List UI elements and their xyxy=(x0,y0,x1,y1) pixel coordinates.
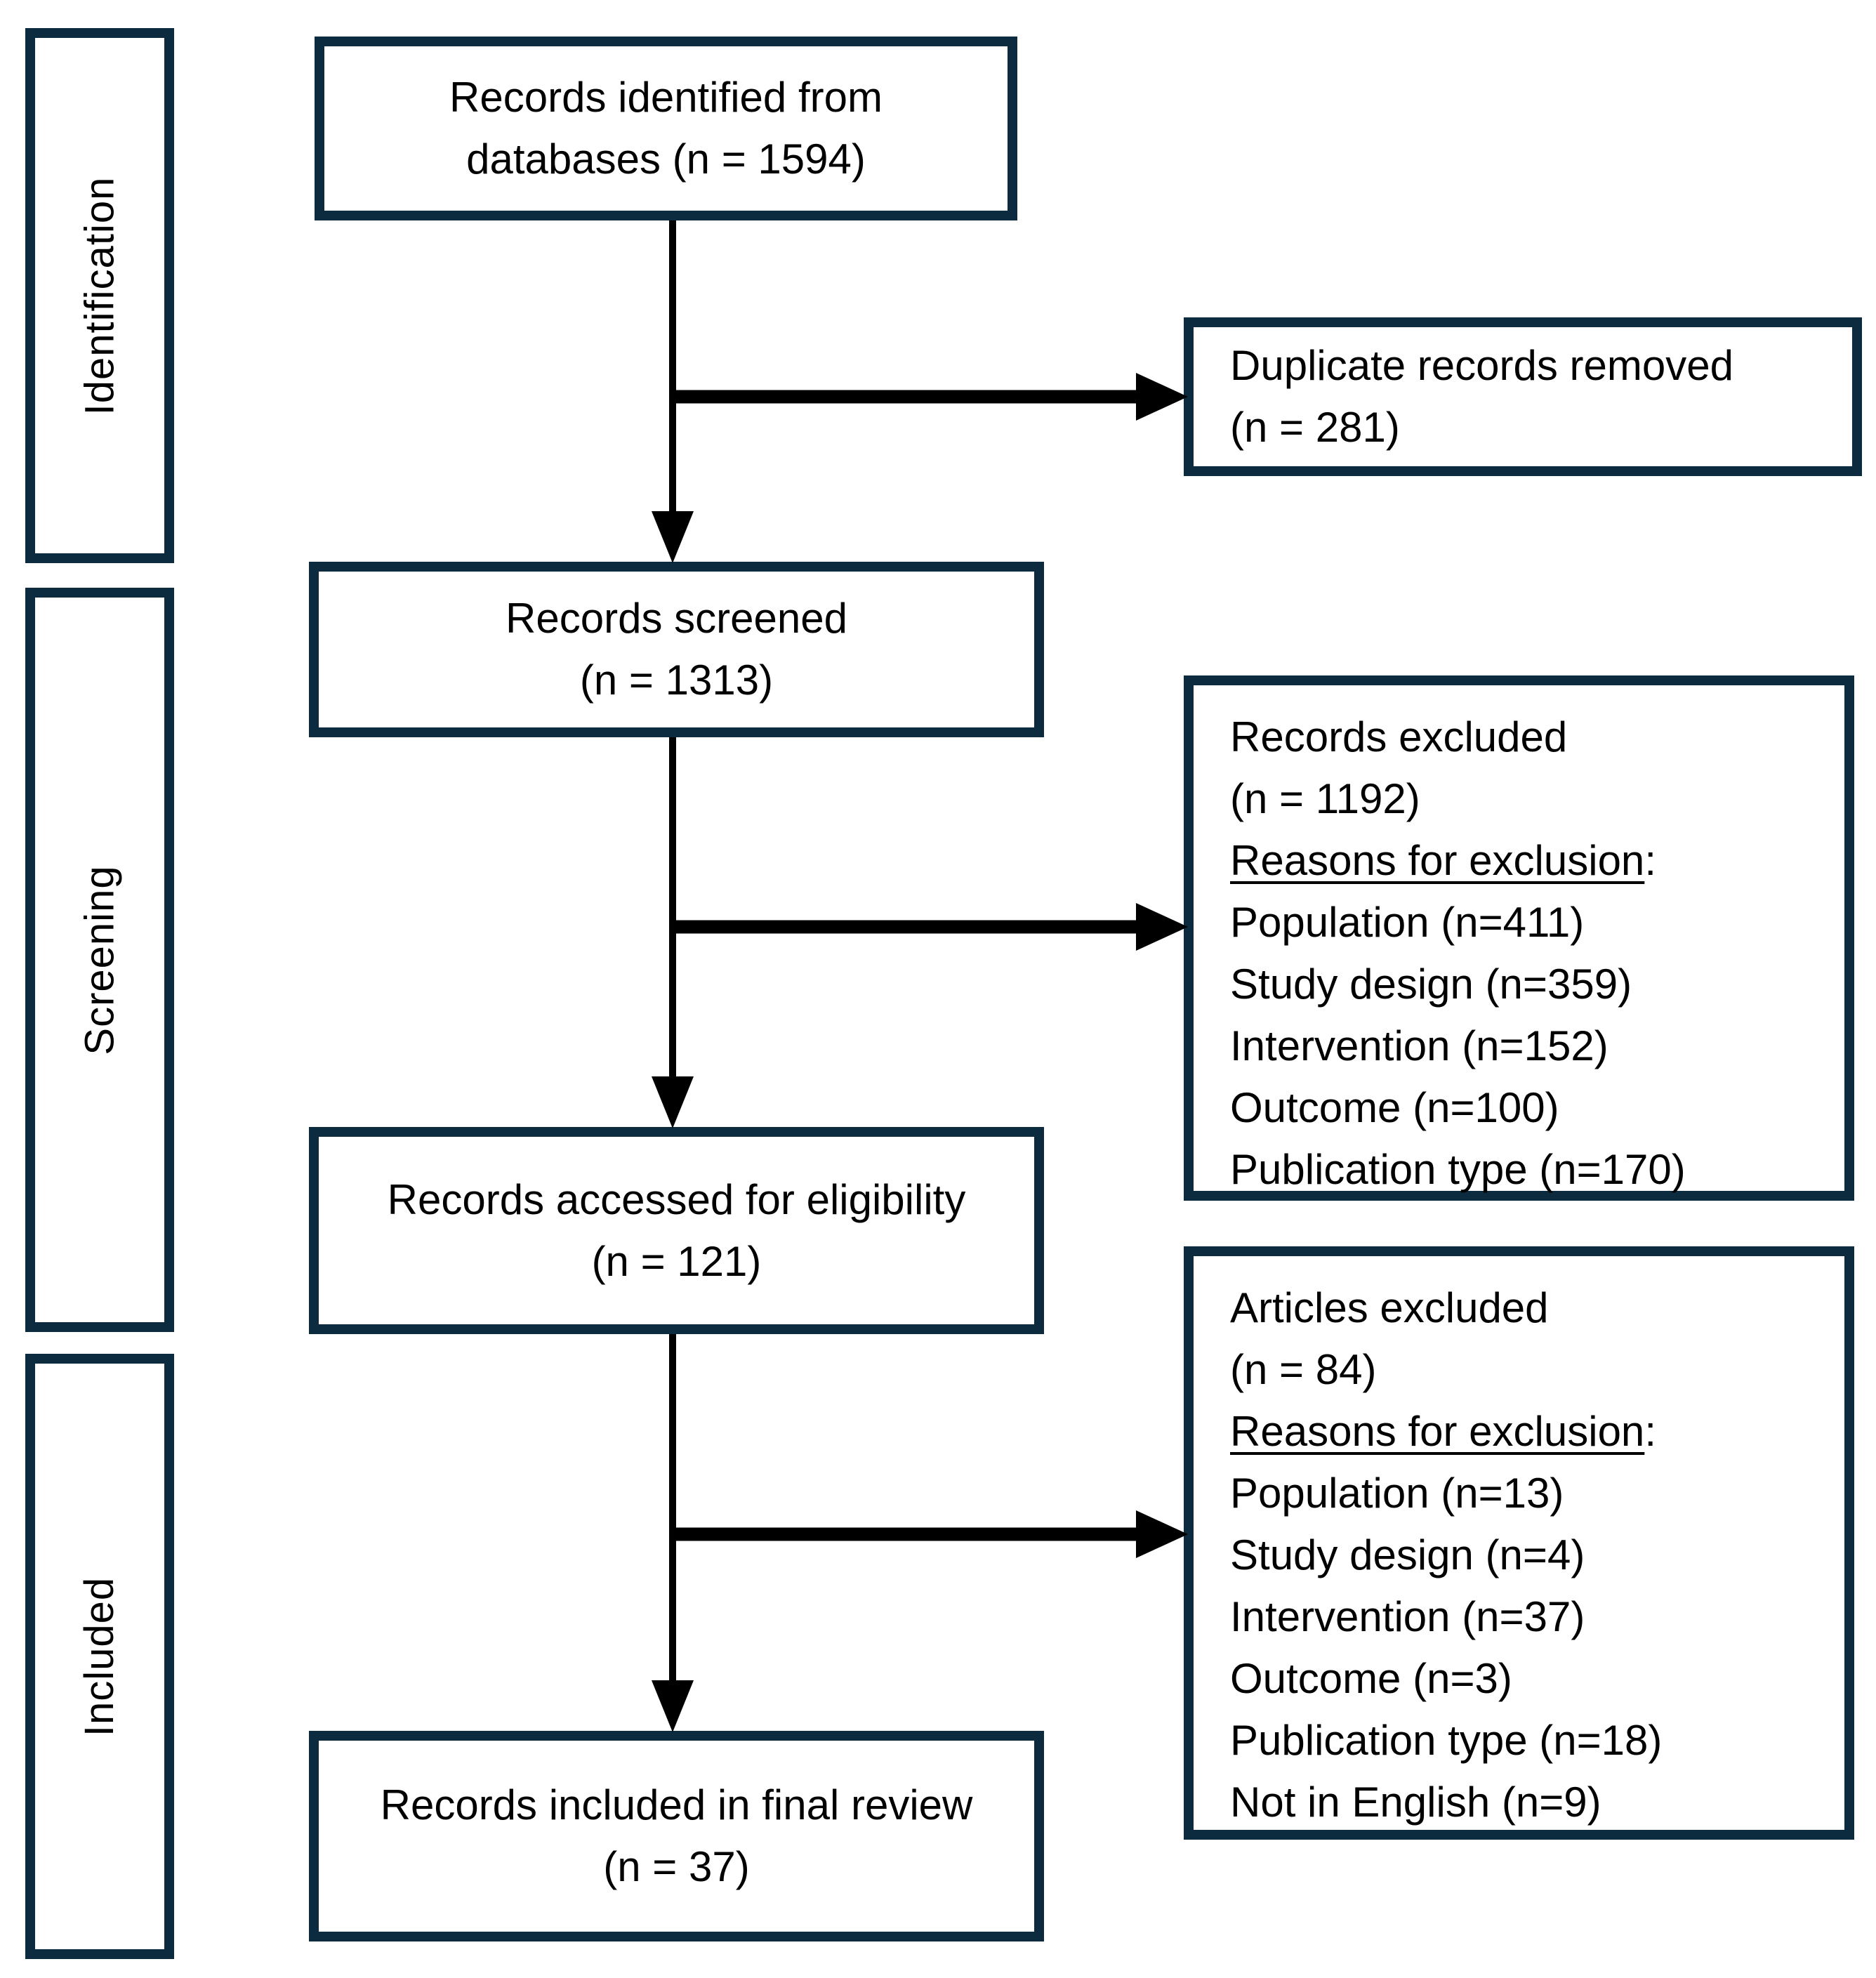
stage-box-included: Included xyxy=(25,1354,174,1959)
articles-excluded-reason: Outcome (n=3) xyxy=(1230,1655,1512,1702)
records-identified-line1: Records identified from xyxy=(449,74,883,121)
stage-box-screening: Screening xyxy=(25,588,174,1332)
articles-excluded-reasons-heading: Reasons for exclusion: xyxy=(1230,1408,1656,1455)
records-excluded-count: (n = 1192) xyxy=(1230,775,1420,822)
articles-excluded-reason: Intervention (n=37) xyxy=(1230,1593,1585,1640)
duplicates-removed-line2: (n = 281) xyxy=(1230,404,1400,451)
records-excluded-reason: Intervention (n=152) xyxy=(1230,1022,1609,1069)
records-excluded-reason: Study design (n=359) xyxy=(1230,961,1632,1008)
duplicates-removed-line1: Duplicate records removed xyxy=(1230,342,1733,389)
records-included-line2: (n = 37) xyxy=(603,1843,750,1890)
arrow-to-articles-excluded xyxy=(669,1510,1188,1558)
records-screened-line2: (n = 1313) xyxy=(579,657,774,704)
records-excluded-title: Records excluded xyxy=(1230,713,1568,760)
stage-box-identification: Identification xyxy=(25,28,174,563)
box-records-identified: Records identified from databases (n = 1… xyxy=(315,37,1017,220)
arrow-screened-to-eligibility xyxy=(652,737,694,1128)
articles-excluded-count: (n = 84) xyxy=(1230,1346,1377,1393)
articles-excluded-reason: Not in English (n=9) xyxy=(1230,1779,1601,1826)
stage-label-included: Included xyxy=(77,1576,123,1736)
box-records-eligibility: Records accessed for eligibility (n = 12… xyxy=(309,1127,1044,1334)
box-articles-excluded: Articles excluded (n = 84) Reasons for e… xyxy=(1184,1246,1854,1840)
articles-excluded-reason: Study design (n=4) xyxy=(1230,1531,1585,1578)
stage-label-identification: Identification xyxy=(77,176,123,415)
articles-excluded-title: Articles excluded xyxy=(1230,1284,1549,1331)
records-excluded-reason: Publication type (n=170) xyxy=(1230,1146,1686,1193)
articles-excluded-reason: Publication type (n=18) xyxy=(1230,1717,1663,1764)
box-records-excluded: Records excluded (n = 1192) Reasons for … xyxy=(1184,675,1854,1201)
articles-excluded-reason: Population (n=13) xyxy=(1230,1470,1564,1517)
box-records-screened: Records screened (n = 1313) xyxy=(309,562,1044,737)
arrow-to-duplicates-removed xyxy=(669,373,1188,421)
records-eligibility-line1: Records accessed for eligibility xyxy=(387,1175,966,1223)
records-screened-line1: Records screened xyxy=(506,595,847,642)
records-excluded-reason: Population (n=411) xyxy=(1230,899,1585,946)
arrow-identified-to-screened xyxy=(652,220,694,563)
records-excluded-reasons-heading: Reasons for exclusion: xyxy=(1230,837,1656,884)
stage-label-screening: Screening xyxy=(77,864,123,1055)
box-duplicates-removed: Duplicate records removed (n = 281) xyxy=(1184,317,1862,476)
arrow-to-records-excluded xyxy=(669,903,1188,951)
records-identified-line2: databases (n = 1594) xyxy=(466,136,866,183)
records-excluded-reason: Outcome (n=100) xyxy=(1230,1084,1559,1131)
arrow-eligibility-to-included xyxy=(652,1334,694,1732)
records-eligibility-line2: (n = 121) xyxy=(591,1237,762,1285)
box-records-included-final: Records included in final review (n = 37… xyxy=(309,1731,1044,1941)
records-included-line1: Records included in final review xyxy=(380,1781,973,1828)
